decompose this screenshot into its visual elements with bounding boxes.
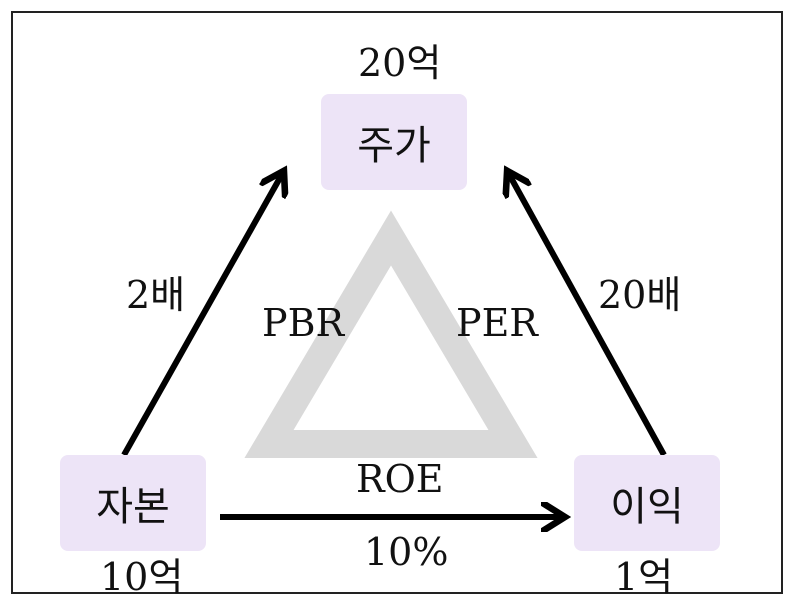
node-profit: 이익: [574, 455, 720, 551]
node-capital-label: 자본: [96, 484, 170, 530]
metric-roe: ROE: [356, 457, 444, 501]
node-capital: 자본: [60, 455, 206, 551]
metric-per: PER: [456, 301, 538, 345]
ratio-pbr: 2배: [126, 273, 186, 317]
metric-pbr: PBR: [262, 301, 345, 345]
node-stock-price: 주가: [321, 94, 467, 190]
arrow-profit-to-price: [510, 176, 667, 457]
diagram-frame: [11, 11, 783, 594]
arrow-capital-to-price: [121, 176, 281, 457]
node-stock-price-label: 주가: [357, 123, 431, 169]
center-triangle: [244, 210, 538, 458]
value-capital: 10억: [100, 555, 184, 599]
value-profit: 1억: [614, 555, 674, 599]
ratio-per: 20배: [598, 273, 682, 317]
node-profit-label: 이익: [610, 484, 684, 530]
value-stock-price: 20억: [358, 41, 442, 85]
ratio-roe: 10%: [364, 530, 449, 574]
